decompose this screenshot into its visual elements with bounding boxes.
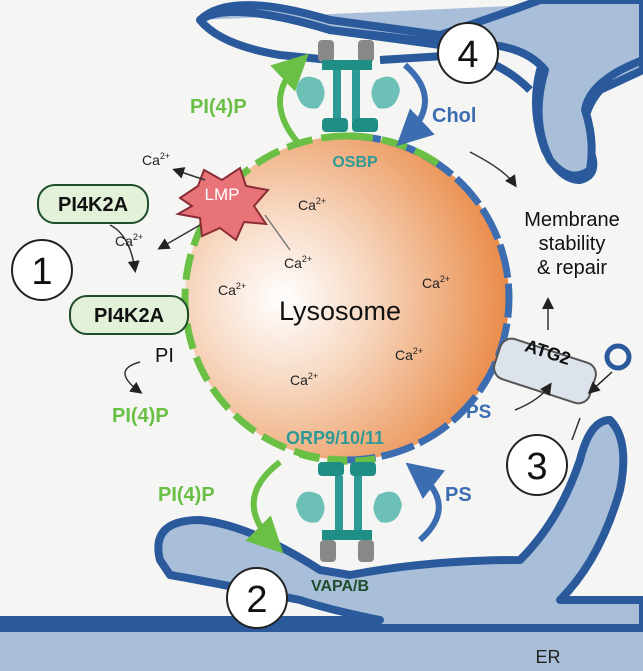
step-number-2: 2	[246, 579, 267, 621]
vapab-label: VAPA/B	[311, 578, 369, 595]
chol-label: Chol	[432, 105, 476, 127]
er-label: ER	[535, 647, 560, 667]
pi-label: PI	[155, 345, 174, 367]
pi4k2a-top-label: PI4K2A	[58, 194, 128, 216]
pi4k2a-box-mid	[69, 295, 189, 335]
calcium-ions: Ca2+ Ca2+ Ca2+ Ca2+ Ca2+ Ca2+ Ca2+ Ca2+	[115, 151, 450, 388]
pi4p-bottom-label: PI(4)P	[158, 484, 215, 506]
step-circle-1	[11, 239, 73, 301]
outcome-line-3: & repair	[537, 257, 607, 279]
calcium-ion: Ca2+	[284, 254, 312, 271]
step-circle-4	[437, 22, 499, 84]
step-circle-2	[226, 567, 288, 629]
pi4k2a-box-top	[37, 184, 149, 224]
osbp-complex	[270, 40, 435, 147]
calcium-ion: Ca2+	[142, 151, 170, 168]
pi4p-top-label: PI(4)P	[190, 96, 247, 118]
step-number-1: 1	[31, 251, 52, 293]
calcium-ion: Ca2+	[395, 346, 423, 363]
lysosome-membrane-left	[181, 132, 348, 464]
atg2-bridge	[493, 337, 632, 405]
ps-bottom-label: PS	[445, 484, 472, 506]
calcium-ion: Ca2+	[422, 274, 450, 291]
pi4k2a-mid-label: PI4K2A	[94, 305, 164, 327]
step-number-3: 3	[526, 446, 547, 488]
ps-right-label: PS	[466, 402, 491, 423]
step-circle-3	[506, 434, 568, 496]
lysosome-membrane-right	[346, 132, 513, 464]
calcium-ion: Ca2+	[290, 371, 318, 388]
lmp-label: LMP	[205, 185, 240, 204]
lmp-burst	[157, 166, 291, 251]
orp-complex	[245, 459, 445, 562]
calcium-ion: Ca2+	[298, 196, 326, 213]
orp-label: ORP9/10/11	[286, 428, 384, 448]
flow-arrows	[109, 151, 581, 441]
outcome-line-1: Membrane	[524, 209, 620, 231]
outcome-line-2: stability	[539, 233, 606, 255]
calcium-ion: Ca2+	[115, 232, 143, 249]
pi4p-left-label: PI(4)P	[112, 405, 169, 427]
lysosome-label: Lysosome	[279, 296, 401, 326]
step-number-4: 4	[457, 34, 478, 76]
calcium-ion: Ca2+	[218, 281, 246, 298]
osbp-label: OSBP	[332, 154, 378, 171]
